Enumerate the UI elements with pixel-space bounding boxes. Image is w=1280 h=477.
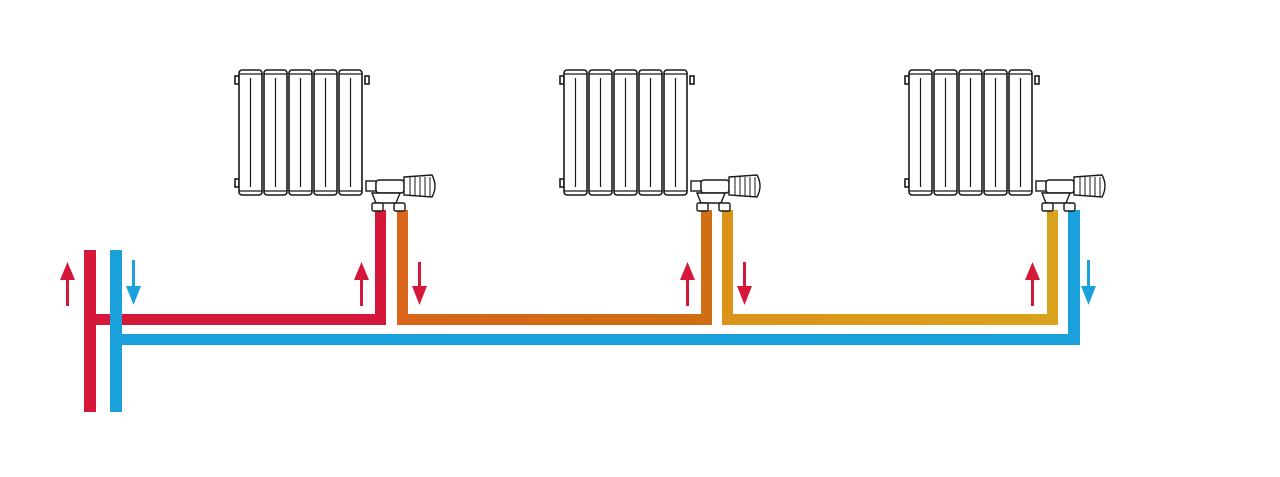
inlet-nut bbox=[1041, 202, 1054, 212]
radiator-3 bbox=[904, 69, 1106, 212]
radiator-1-supply-riser bbox=[375, 210, 386, 325]
orange-pipe-group bbox=[397, 210, 712, 325]
valve-manifold bbox=[370, 192, 402, 204]
valve-connector bbox=[1035, 180, 1047, 192]
valve-body bbox=[375, 179, 405, 194]
radiator-1-inlet-up-arrow bbox=[354, 262, 369, 306]
main-supply-up-arrow bbox=[60, 262, 75, 306]
radiator-nub bbox=[364, 75, 370, 85]
amber-pipe-group bbox=[722, 210, 1058, 325]
radiator-2-inlet-pipe bbox=[701, 210, 712, 325]
radiator-1-outlet-pipe bbox=[397, 210, 408, 325]
outlet-nut bbox=[393, 202, 406, 212]
main-return-down-arrow bbox=[126, 260, 141, 305]
valve-body bbox=[1045, 179, 1075, 194]
supply-horizontal-pipe bbox=[90, 314, 386, 325]
outlet-nut bbox=[1063, 202, 1076, 212]
radiators-group bbox=[234, 69, 1106, 212]
radiator-1 bbox=[234, 69, 436, 212]
supply-pipe-group bbox=[90, 210, 386, 325]
return-pipe-group bbox=[116, 210, 1080, 345]
radiator-nub bbox=[1034, 75, 1040, 85]
radiator-2-valve bbox=[690, 174, 761, 212]
inlet-nut bbox=[696, 202, 709, 212]
return-horizontal-pipe bbox=[116, 334, 1080, 345]
flow-arrows bbox=[60, 260, 1096, 306]
radiator-3-return-riser bbox=[1068, 210, 1080, 345]
radiator-2-outlet-pipe bbox=[722, 210, 733, 325]
valve-manifold bbox=[1040, 192, 1072, 204]
valve-connector bbox=[365, 180, 377, 192]
valve-body bbox=[700, 179, 730, 194]
radiator-3-outlet-down-arrow bbox=[1081, 260, 1096, 305]
radiator-2-outlet-down-arrow bbox=[737, 262, 752, 305]
orange-horizontal-pipe bbox=[397, 314, 712, 325]
radiator-3-valve bbox=[1035, 174, 1106, 212]
radiator-2-inlet-up-arrow bbox=[680, 262, 695, 306]
valve-connector bbox=[690, 180, 702, 192]
radiator-2 bbox=[559, 69, 761, 212]
main-return-pipe-overlay bbox=[110, 250, 122, 345]
inlet-nut bbox=[371, 202, 384, 212]
amber-horizontal-pipe bbox=[722, 314, 1058, 325]
main-supply-pipe bbox=[84, 250, 96, 412]
radiator-nub bbox=[689, 75, 695, 85]
radiator-3-inlet-up-arrow bbox=[1025, 262, 1040, 306]
radiator-1-outlet-down-arrow bbox=[412, 262, 427, 305]
radiator-3-inlet-pipe bbox=[1047, 210, 1058, 325]
radiator-1-valve bbox=[365, 174, 436, 212]
outlet-nut bbox=[718, 202, 731, 212]
valve-manifold bbox=[695, 192, 727, 204]
